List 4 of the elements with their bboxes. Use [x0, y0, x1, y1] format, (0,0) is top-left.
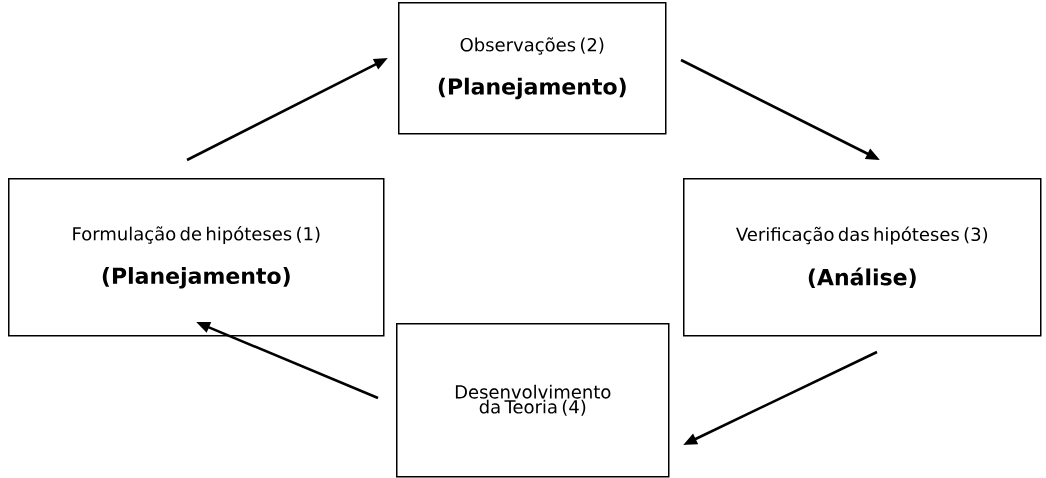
process-box: Verificação das hipóteses (3) (Análise) [683, 178, 1042, 337]
process-box: Formulação de hipóteses (1) (Planejamento) [8, 178, 385, 337]
process-box: Desenvolvimento da Teoria (4) [396, 323, 670, 478]
process-box: Observações (2) (Planejamento) [398, 2, 667, 135]
